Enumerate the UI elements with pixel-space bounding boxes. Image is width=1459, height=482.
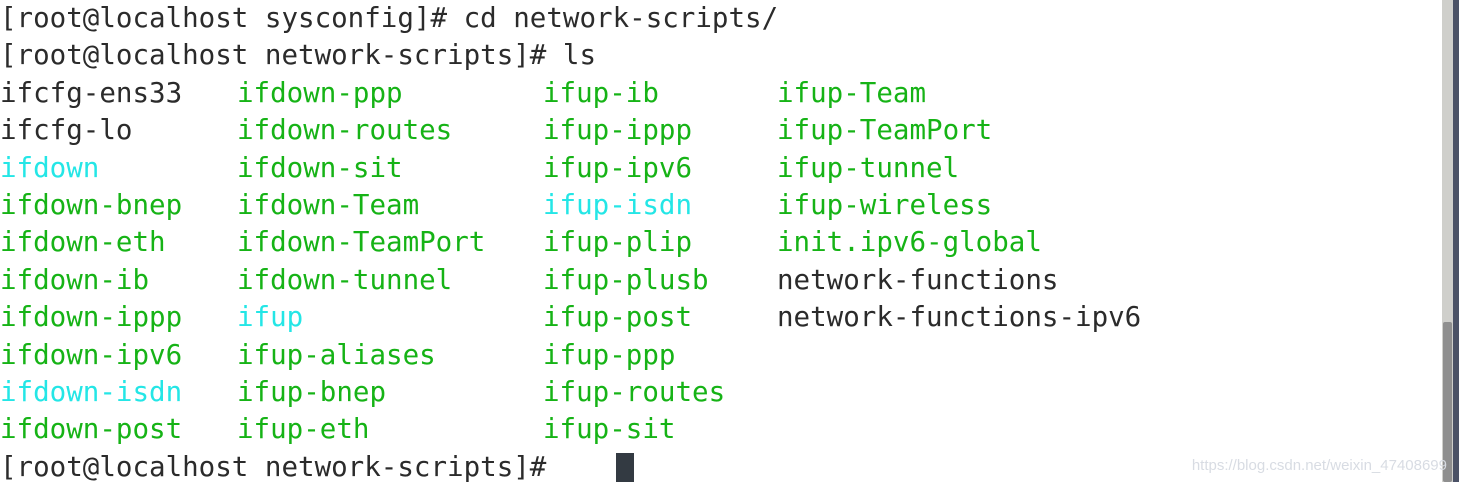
file-entry: ifup-ippp xyxy=(543,114,693,147)
file-entry: ifdown-eth xyxy=(0,226,166,259)
terminal-listing-line: ifcfg-ens33 ifdown-ppp ifup-ib ifup-Team xyxy=(0,75,1442,112)
file-entry: ifup-ppp xyxy=(543,338,676,371)
file-entry: ifup-TeamPort xyxy=(777,114,993,147)
file-entry: ifdown-post xyxy=(0,413,183,446)
vertical-scrollbar[interactable] xyxy=(1442,0,1453,482)
file-entry: network-functions-ipv6 xyxy=(777,301,1142,334)
file-entry: ifup-routes xyxy=(543,375,726,408)
terminal-listing-line: ifdown-bnep ifdown-Team ifup-isdn ifup-wire… xyxy=(0,187,1442,224)
file-entry: ifup-plip xyxy=(543,226,693,259)
file-entry: ifdown-ippp xyxy=(0,301,183,334)
terminal-prompt-line: [root@localhost network-scripts]# ls xyxy=(0,37,1442,74)
file-entry: ifdown-routes xyxy=(237,114,453,147)
terminal-listing-line: ifdown-post ifup-eth ifup-sit xyxy=(0,411,1442,448)
file-entry: ifup-wireless xyxy=(777,188,993,221)
text-cursor xyxy=(616,452,635,482)
prompt-text: [root@localhost sysconfig]# cd network-s… xyxy=(0,2,779,34)
terminal-listing-line: ifdown-ipv6 ifup-aliases ifup-ppp xyxy=(0,337,1442,374)
file-entry: ifcfg-ens33 xyxy=(0,76,183,109)
file-entry: ifup xyxy=(237,301,304,334)
file-entry: init.ipv6-global xyxy=(777,226,1042,259)
terminal-listing-line: ifdown-ippp ifup ifup-post network-function… xyxy=(0,299,1442,336)
file-entry: ifup-bnep xyxy=(237,375,387,408)
file-entry: ifdown-tunnel xyxy=(237,263,453,296)
file-entry: ifup-Team xyxy=(777,76,927,109)
prompt-text: [root@localhost network-scripts]# ls xyxy=(0,39,597,72)
file-entry: ifcfg-lo xyxy=(0,114,133,147)
file-entry: ifdown-Team xyxy=(237,188,420,221)
file-entry: ifup-tunnel xyxy=(777,151,960,184)
file-entry: ifup-sit xyxy=(543,413,676,446)
terminal-prompt-line: [root@localhost sysconfig]# cd network-s… xyxy=(0,0,1442,37)
file-entry: ifup-isdn xyxy=(543,188,693,221)
file-entry: network-functions xyxy=(777,263,1059,296)
file-entry: ifdown-sit xyxy=(237,151,403,184)
scrollbar-thumb[interactable] xyxy=(1443,322,1452,482)
file-entry: ifup-plusb xyxy=(543,263,709,296)
terminal-listing-line: ifdown-ib ifdown-tunnel ifup-plusb network-… xyxy=(0,262,1442,299)
file-entry: ifup-aliases xyxy=(237,338,436,371)
file-entry: ifdown-TeamPort xyxy=(237,226,486,259)
file-entry: ifup-ipv6 xyxy=(543,151,693,184)
window-right-border xyxy=(1453,0,1459,482)
file-entry: ifdown-isdn xyxy=(0,375,183,408)
file-entry: ifdown-ppp xyxy=(237,76,403,109)
terminal-listing-line: ifdown ifdown-sit ifup-ipv6 ifup-tunnel xyxy=(0,150,1442,187)
terminal-prompt-line: [root@localhost network-scripts]# xyxy=(0,449,1442,482)
prompt-text: [root@localhost network-scripts]# xyxy=(0,450,563,482)
terminal-listing-line: ifdown-isdn ifup-bnep ifup-routes xyxy=(0,374,1442,411)
file-entry: ifdown-ipv6 xyxy=(0,338,183,371)
terminal-listing-line: ifcfg-lo ifdown-routes ifup-ippp ifup-TeamP… xyxy=(0,112,1442,149)
file-entry: ifup-eth xyxy=(237,413,370,446)
file-entry: ifdown-bnep xyxy=(0,188,183,221)
file-entry: ifup-ib xyxy=(543,76,659,109)
file-entry: ifdown-ib xyxy=(0,263,150,296)
file-entry: ifdown xyxy=(0,151,100,184)
terminal-listing-line: ifdown-eth ifdown-TeamPort ifup-plip init.i… xyxy=(0,224,1442,261)
file-entry: ifup-post xyxy=(543,301,693,334)
